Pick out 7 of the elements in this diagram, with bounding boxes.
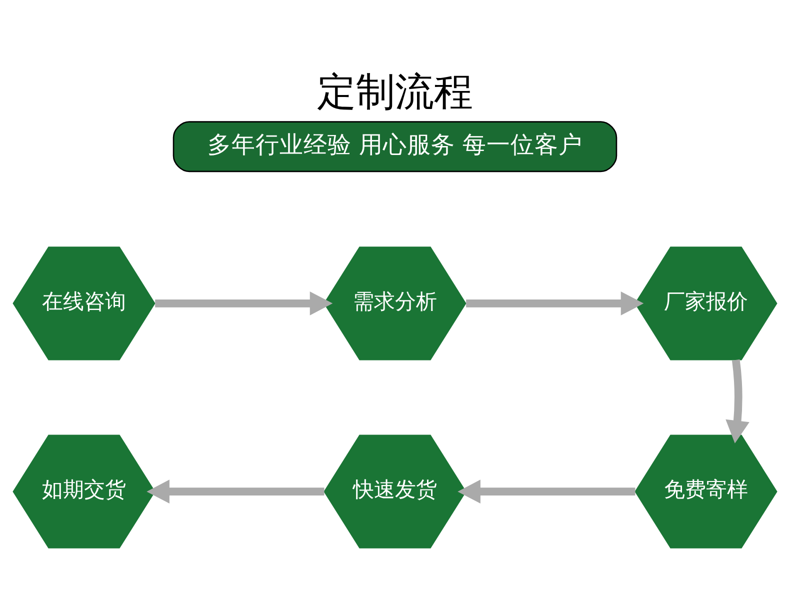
arrow (155, 291, 333, 316)
arrow (466, 291, 644, 316)
arrow (458, 480, 636, 504)
node-box: 多年行业经验 用心服务 每一位客户 (172, 121, 618, 172)
arrow (146, 480, 324, 504)
arrow (726, 359, 750, 444)
diagram-title: 定制流程 (317, 70, 473, 115)
